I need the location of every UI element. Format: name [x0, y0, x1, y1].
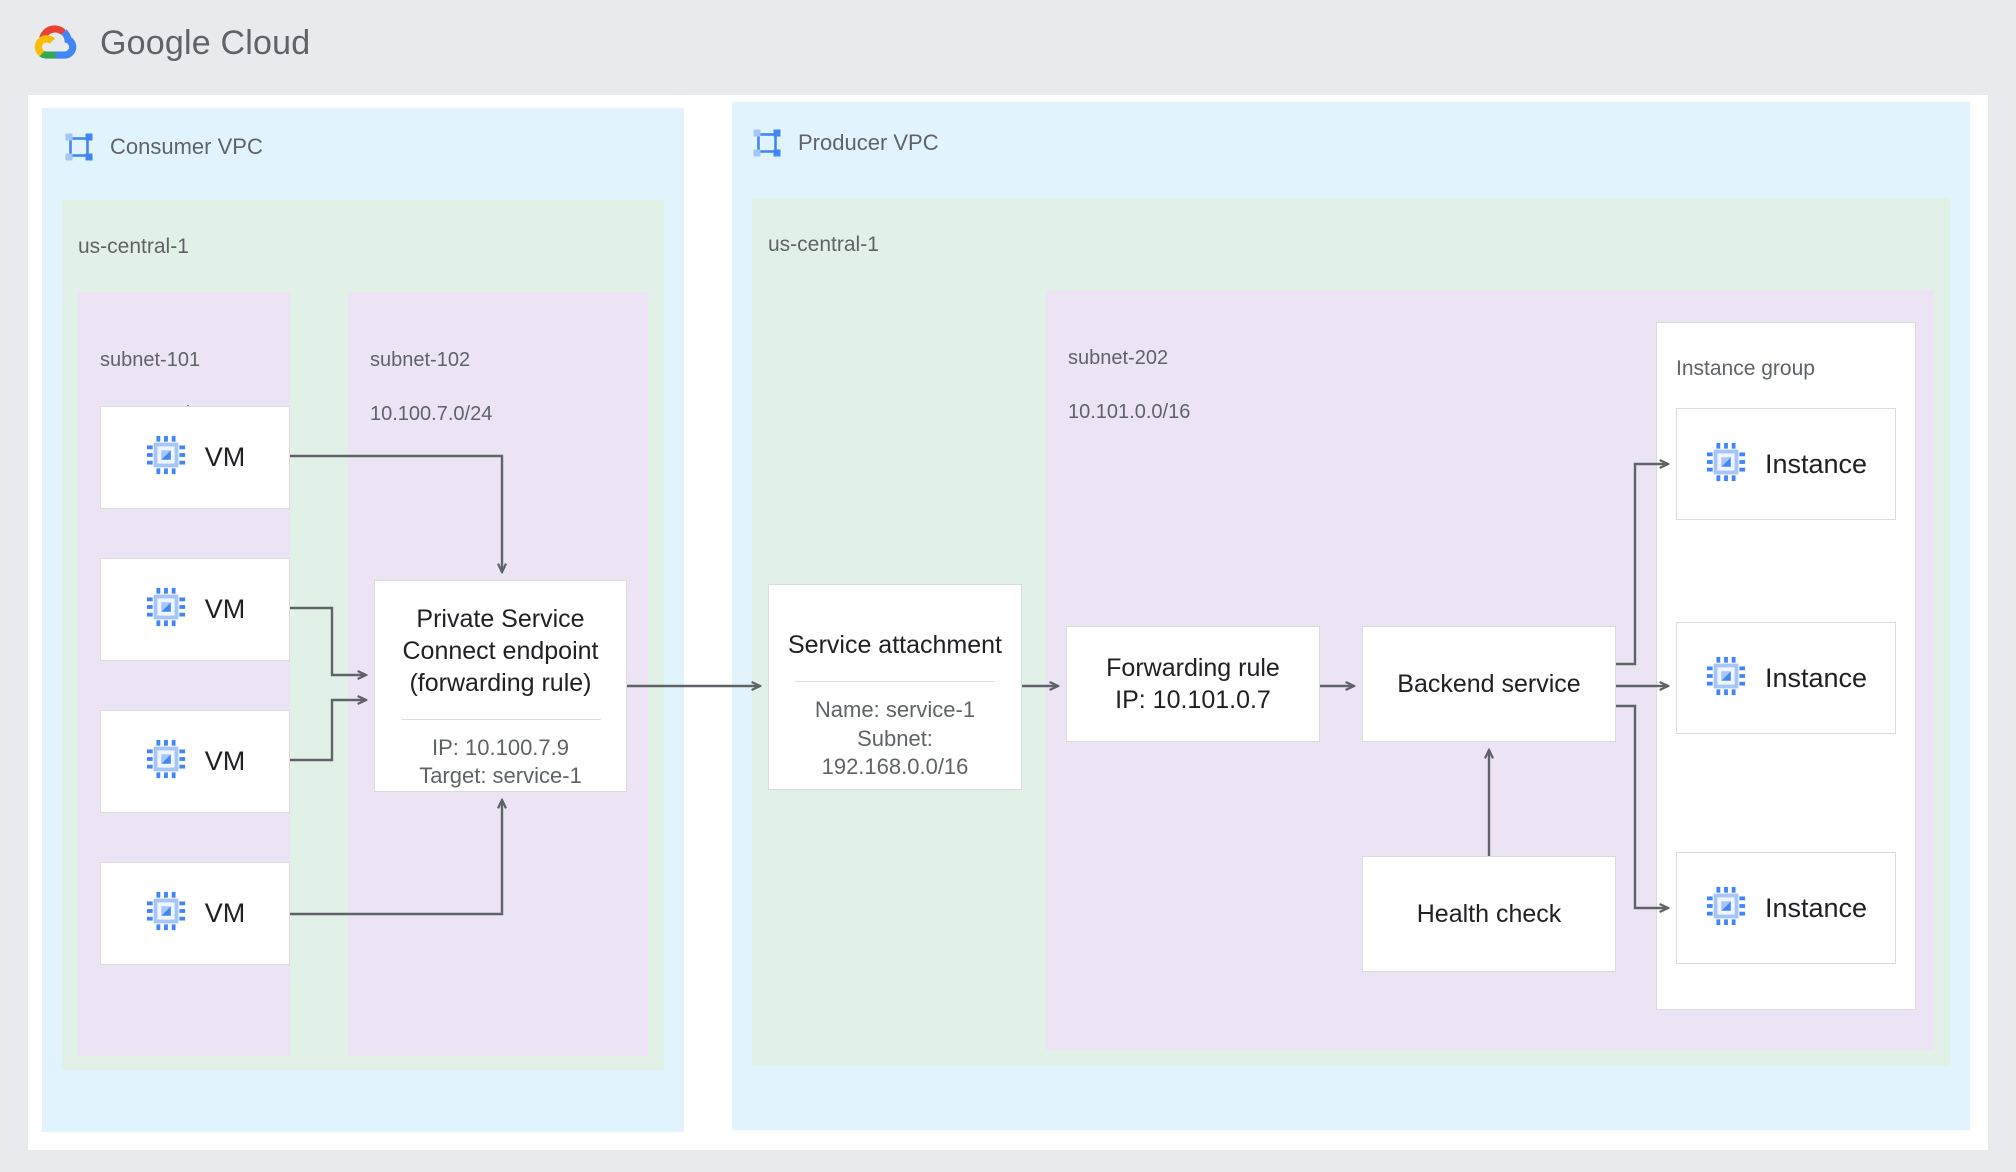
vm-chip-icon [145, 434, 187, 481]
brand-title: Google Cloud [100, 23, 311, 62]
consumer-region-label: us-central-1 [78, 235, 189, 258]
instance-label-1: Instance [1764, 448, 1868, 479]
instance-node-1[interactable]: Instance [1676, 408, 1896, 520]
subnet-102-cidr: 10.100.7.0/24 [370, 403, 493, 425]
vm-chip-icon [145, 890, 187, 937]
instance-label-3: Instance [1764, 892, 1868, 923]
vm-chip-icon [145, 586, 187, 633]
instance-node-3[interactable]: Instance [1676, 852, 1896, 964]
subnet-202-label: subnet-202 10.101.0.0/16 [1068, 318, 1190, 426]
vm-chip-icon [1705, 885, 1747, 932]
vm-label-1: VM [204, 442, 246, 472]
service-attachment-details: Name: service-1 Subnet: 192.168.0.0/16 [814, 697, 976, 780]
vm-node-3[interactable]: VM [100, 710, 290, 813]
consumer-vpc-header: Consumer VPC [64, 132, 263, 162]
vpc-icon [752, 128, 782, 158]
vm-label-2: VM [204, 594, 246, 624]
subnet-102-label: subnet-102 10.100.7.0/24 [370, 320, 492, 428]
backend-service-title: Backend service [1397, 670, 1581, 698]
producer-vpc-header: Producer VPC [752, 128, 939, 158]
psc-endpoint-node[interactable]: Private Service Connect endpoint (forwar… [374, 580, 627, 792]
subnet-202-cidr: 10.101.0.0/16 [1068, 401, 1191, 423]
vm-node-1[interactable]: VM [100, 406, 290, 509]
vm-node-4[interactable]: VM [100, 862, 290, 965]
instance-label-2: Instance [1764, 662, 1868, 693]
vm-label-4: VM [204, 898, 246, 928]
health-check-node[interactable]: Health check [1362, 856, 1616, 972]
subnet-102-name: subnet-102 [370, 349, 471, 371]
google-cloud-logo-icon [28, 18, 84, 68]
vm-label-3: VM [204, 746, 246, 776]
subnet-202-name: subnet-202 [1068, 347, 1169, 369]
instance-node-2[interactable]: Instance [1676, 622, 1896, 734]
consumer-vpc-title: Consumer VPC [110, 134, 263, 159]
health-check-title: Health check [1416, 900, 1562, 928]
service-attachment-divider [795, 681, 995, 682]
psc-endpoint-details: IP: 10.100.7.9 Target: service-1 [419, 734, 582, 789]
psc-endpoint-title: Private Service Connect endpoint (forwar… [402, 605, 599, 697]
vm-chip-icon [1705, 441, 1747, 488]
forwarding-rule-node[interactable]: Forwarding rule IP: 10.101.0.7 [1066, 626, 1320, 742]
producer-region-label: us-central-1 [768, 233, 879, 256]
vm-node-2[interactable]: VM [100, 558, 290, 661]
vm-chip-icon [1705, 655, 1747, 702]
producer-vpc-title: Producer VPC [798, 130, 939, 155]
instance-group-label: Instance group [1676, 357, 1815, 380]
forwarding-rule-title: Forwarding rule IP: 10.101.0.7 [1106, 654, 1280, 714]
service-attachment-node[interactable]: Service attachment Name: service-1 Subne… [768, 584, 1022, 790]
vpc-icon [64, 132, 94, 162]
brand-header: Google Cloud [28, 18, 310, 68]
vm-chip-icon [145, 738, 187, 785]
subnet-101-name: subnet-101 [100, 349, 201, 371]
service-attachment-title: Service attachment [788, 631, 1002, 659]
backend-service-node[interactable]: Backend service [1362, 626, 1616, 742]
psc-endpoint-divider [400, 719, 601, 720]
